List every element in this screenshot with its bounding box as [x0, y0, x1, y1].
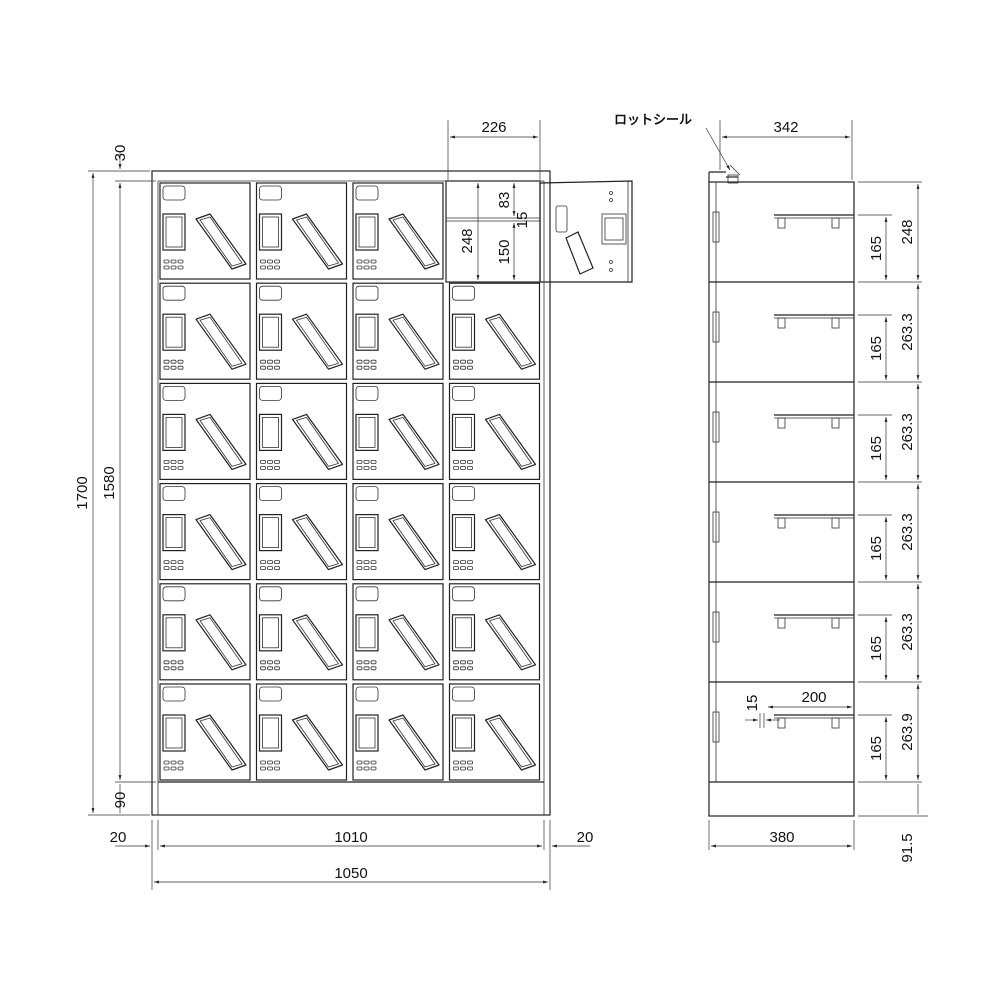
- latch-3: [712, 411, 720, 443]
- compartment-dims: 165 248 165 263.3 165 263.3 165 263.3 165 263.3 16…: [858, 181, 922, 783]
- dim-open-gap: 15: [514, 212, 531, 229]
- dim-compartment-5: 263.3: [899, 613, 916, 651]
- dim-base-height: 90: [112, 792, 129, 809]
- dim-inner-5: 165: [868, 636, 885, 661]
- dim-inner-3: 165: [868, 436, 885, 461]
- locker-door-r4-c4: [448, 483, 541, 581]
- dim-inner-4: 165: [868, 536, 885, 561]
- dim-right-side: 20: [577, 829, 594, 846]
- front-dimensions: 1700 1580 30 90 20 1010 20 1050 226 248 …: [74, 119, 593, 890]
- open-door: [539, 180, 633, 283]
- dim-open-width: 226: [481, 119, 506, 136]
- dim-depth-top: 342: [773, 119, 798, 136]
- locker-door-r6-c3: [352, 683, 444, 781]
- front-view: [151, 170, 633, 816]
- locker-door-r6-c2: [255, 683, 348, 781]
- dim-depth-bottom: 380: [769, 829, 794, 846]
- cabinet-outline: [151, 170, 551, 816]
- hook-5: [773, 614, 855, 629]
- side-compartments: [709, 211, 855, 743]
- open-compartment: [445, 180, 633, 283]
- dim-left-side: 20: [110, 829, 127, 846]
- locker-door-r2-c4: [448, 282, 541, 380]
- dim-top-gap: 30: [112, 145, 129, 162]
- lot-seal-box: [727, 174, 739, 184]
- dim-base: 91.5: [899, 833, 916, 862]
- dim-inner-width: 1010: [334, 829, 367, 846]
- dim-inner-1: 165: [868, 236, 885, 261]
- locker-door-r4-c2: [255, 483, 348, 581]
- side-dimensions: ロットシール 342 380 91.5 15 200 165 248 165 263.…: [614, 113, 928, 863]
- locker-door-r4-c3: [352, 483, 444, 581]
- locker-door-r3-c3: [352, 382, 444, 480]
- dim-total-width: 1050: [334, 865, 367, 882]
- latch-5: [712, 611, 720, 643]
- dim-inner-height: 1580: [101, 466, 118, 499]
- latch-1: [712, 211, 720, 243]
- dim-hook-width: 200: [801, 689, 826, 706]
- hook-1: [773, 214, 855, 229]
- hook-6: [773, 714, 855, 729]
- dim-compartment-1: 248: [899, 219, 916, 244]
- label-lot-seal: ロットシール: [614, 113, 692, 128]
- dim-inner-6: 165: [868, 736, 885, 761]
- dim-hook-gap: 15: [744, 695, 761, 712]
- latch-6: [712, 711, 720, 743]
- dim-compartment-2: 263.3: [899, 313, 916, 351]
- latch-2: [712, 311, 720, 343]
- side-view: [708, 164, 855, 817]
- locker-door-r1-c2: [255, 182, 348, 280]
- dim-compartment-3: 263.3: [899, 413, 916, 451]
- locker-door-r3-c4: [448, 382, 541, 480]
- locker-door-r6-c1: [159, 683, 251, 781]
- dim-compartment-6: 263.9: [899, 713, 916, 751]
- locker-door-r5-c1: [159, 583, 251, 681]
- locker-door-r5-c2: [255, 583, 348, 681]
- locker-door-r2-c2: [255, 282, 348, 380]
- latch-4: [712, 511, 720, 543]
- locker-door-r1-c3: [352, 182, 444, 280]
- dim-compartment-4: 263.3: [899, 513, 916, 551]
- locker-door-r2-c1: [159, 282, 251, 380]
- locker-door-r5-c3: [352, 583, 444, 681]
- hook-2: [773, 314, 855, 329]
- locker-door-r6-c4: [448, 683, 541, 781]
- dim-total-height: 1700: [74, 476, 91, 509]
- hook-4: [773, 514, 855, 529]
- dim-open-height: 248: [459, 228, 476, 253]
- locker-door-r3-c2: [255, 382, 348, 480]
- dim-inner-2: 165: [868, 336, 885, 361]
- door-grid: [159, 182, 541, 781]
- dim-open-lower: 150: [496, 239, 513, 264]
- hook-3: [773, 414, 855, 429]
- locker-door-r2-c3: [352, 282, 444, 380]
- locker-door-r3-c1: [159, 382, 251, 480]
- locker-door-r4-c1: [159, 483, 251, 581]
- side-outline: [708, 181, 855, 817]
- locker-door-r1-c1: [159, 182, 251, 280]
- dim-open-upper: 83: [496, 192, 513, 209]
- locker-door-r5-c4: [448, 583, 541, 681]
